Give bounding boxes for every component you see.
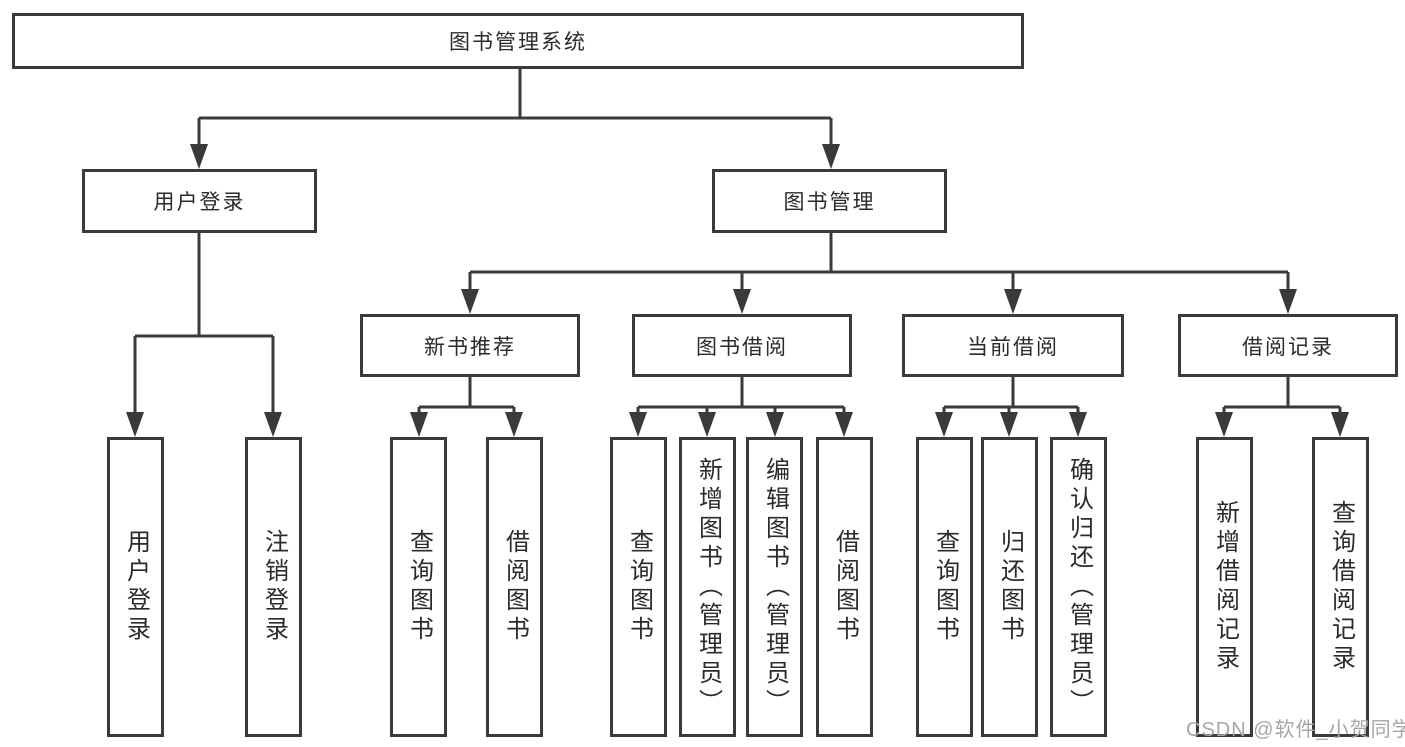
node-current-borrow-label: 当前借阅 [967,335,1059,359]
node-current-borrow: 当前借阅 [902,314,1124,377]
node-user-login-label: 用户登录 [153,191,246,214]
arrowheads [126,144,1349,437]
root-box: 图书管理系统 [12,13,1024,69]
node-borrow-records: 借阅记录 [1178,314,1398,377]
leaf-records-add-label: 新增借阅记录 [1211,500,1239,674]
leaf-bookborrow-borrow-label: 借阅图书 [831,529,859,645]
leaf-currentborrow-return-label: 归还图书 [996,529,1024,645]
leaf-currentborrow-query: 查询图书 [916,437,973,737]
node-book-mgmt-label: 图书管理 [783,191,876,214]
leaf-records-query: 查询借阅记录 [1312,437,1369,737]
root-label: 图书管理系统 [449,31,587,54]
node-book-borrow: 图书借阅 [632,314,852,377]
leaf-user-login-label: 用户登录 [122,529,150,645]
leaf-bookborrow-borrow: 借阅图书 [816,437,873,737]
node-user-login: 用户登录 [82,169,317,233]
node-new-books: 新书推荐 [360,314,580,377]
leaf-logout-label: 注销登录 [260,529,288,645]
leaf-bookborrow-query: 查询图书 [610,437,667,737]
leaf-records-query-label: 查询借阅记录 [1327,500,1355,674]
node-book-mgmt: 图书管理 [712,169,947,233]
leaf-newbooks-borrow: 借阅图书 [486,437,543,737]
leaf-bookborrow-add-label: 新增图书（管理员） [694,456,722,718]
leaf-records-add: 新增借阅记录 [1196,437,1253,737]
leaf-newbooks-query-label: 查询图书 [405,529,433,645]
leaf-bookborrow-add: 新增图书（管理员） [679,437,736,737]
csdn-watermark: CSDN @软件_小贺同学 [1186,719,1405,741]
leaf-logout: 注销登录 [245,437,302,737]
leaf-bookborrow-query-label: 查询图书 [625,529,653,645]
leaf-currentborrow-query-label: 查询图书 [931,529,959,645]
leaf-currentborrow-return: 归还图书 [981,437,1038,737]
leaf-currentborrow-confirm: 确认归还（管理员） [1050,437,1107,737]
leaf-bookborrow-edit: 编辑图书（管理员） [746,437,803,737]
leaf-user-login: 用户登录 [107,437,164,737]
node-borrow-records-label: 借阅记录 [1242,335,1334,359]
node-new-books-label: 新书推荐 [424,335,516,359]
node-book-borrow-label: 图书借阅 [696,335,788,359]
leaf-currentborrow-confirm-label: 确认归还（管理员） [1065,456,1093,718]
leaf-newbooks-query: 查询图书 [390,437,447,737]
leaf-newbooks-borrow-label: 借阅图书 [501,529,529,645]
leaf-bookborrow-edit-label: 编辑图书（管理员） [761,456,789,718]
